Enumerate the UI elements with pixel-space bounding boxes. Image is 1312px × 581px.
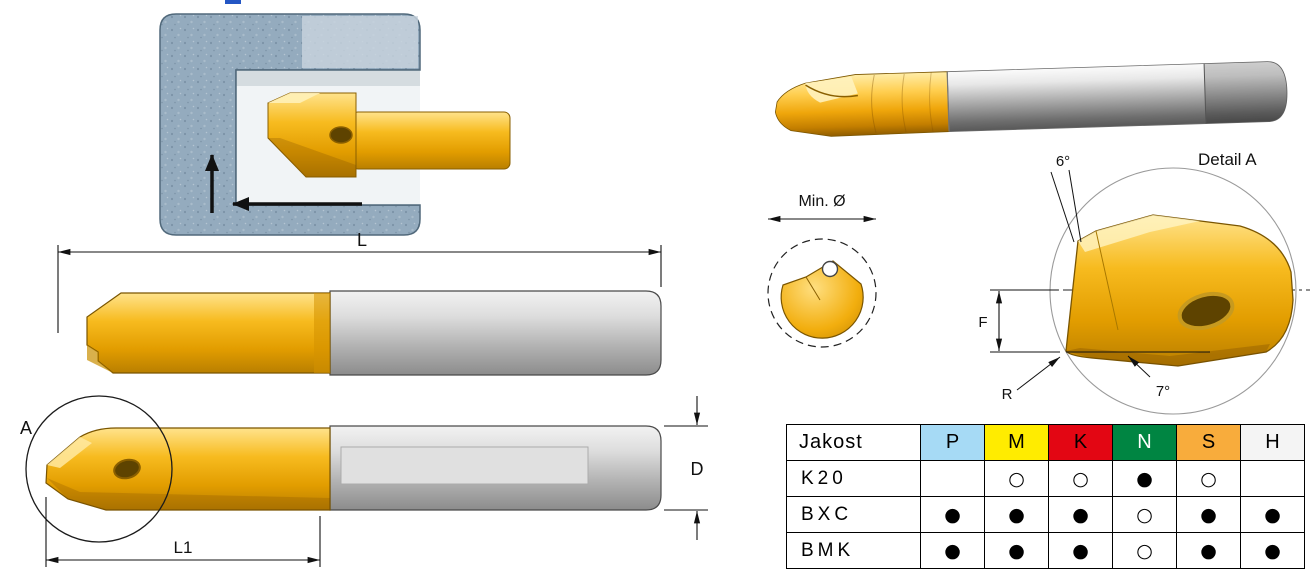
suitability-mark: ● [1176, 496, 1241, 533]
bore-cavity-shadow [236, 70, 420, 86]
angle6-line-1 [1050, 171, 1075, 243]
radius-label: R [1002, 386, 1013, 403]
suitability-mark [1240, 460, 1305, 497]
material-col-k: K [1048, 424, 1113, 461]
angle7-leader [1127, 355, 1151, 378]
grade-table-header-row: Jakost P M K N S H [786, 424, 1305, 461]
screw-hole-front [821, 260, 839, 278]
feed-direction-arrows [205, 154, 362, 213]
material-col-n: N [1112, 424, 1177, 461]
suitability-mark: ● [984, 496, 1049, 533]
angle7-label: 7° [1156, 383, 1170, 400]
material-col-p: P [920, 424, 985, 461]
suitability-mark: ● [1240, 532, 1305, 569]
cutting-edge-highlight [268, 93, 320, 103]
head-texture-2 [901, 73, 907, 133]
front-edge-line [805, 276, 821, 301]
tool-body-gold-2 [45, 427, 331, 511]
tip-facet [87, 345, 113, 373]
grade-table-title: Jakost [786, 424, 921, 461]
suitability-mark: ● [1048, 496, 1113, 533]
grade-row-bxc: BXC ● ● ● ○ ● ● [786, 496, 1305, 533]
grade-row-bmk: BMK ● ● ● ○ ● ● [786, 532, 1305, 569]
tip-bottom-shading [1066, 344, 1270, 366]
suitability-mark: ○ [984, 460, 1049, 497]
suitability-mark: ● [1112, 460, 1177, 497]
suitability-mark: ● [920, 496, 985, 533]
head-texture-1 [871, 74, 877, 134]
tool-in-section [267, 92, 511, 178]
end-segment-line [1203, 63, 1207, 124]
dim-L1-label: L1 [174, 538, 193, 557]
head-shading-2 [47, 478, 330, 510]
cropped-logo-fragment [225, 0, 241, 4]
suitability-mark: ○ [1112, 532, 1177, 569]
detail-A-circle [25, 395, 173, 543]
detail-A-title: Detail A [1198, 150, 1257, 169]
shank-flat [340, 446, 589, 485]
material-col-m: M [984, 424, 1049, 461]
clamp-screw-hole [329, 126, 353, 144]
angle6-line-2 [1068, 169, 1082, 243]
grade-name-bmk: BMK [786, 532, 921, 569]
tool-front-view [780, 260, 864, 339]
cutting-facet-2 [47, 437, 92, 468]
grade-table: Jakost P M K N S H K20 ○ ○ ● ○ BXC ● ● ●… [786, 424, 1305, 569]
suitability-mark: ○ [1048, 460, 1113, 497]
shank-3d [946, 61, 1288, 133]
tip-top-highlight [1078, 215, 1200, 252]
junction-line [946, 71, 950, 132]
suitability-mark: ○ [1176, 460, 1241, 497]
suitability-mark: ● [1240, 496, 1305, 533]
dimension-L [57, 245, 662, 333]
dimension-D [664, 396, 708, 540]
head-3d [774, 71, 950, 137]
suitability-mark [920, 460, 985, 497]
material-col-s: S [1176, 424, 1241, 461]
suitability-mark: ● [1176, 532, 1241, 569]
min-diameter-label: Min. Ø [798, 193, 845, 210]
grade-row-k20: K20 ○ ○ ● ○ [786, 460, 1305, 497]
suitability-mark: ● [984, 532, 1049, 569]
screw-hole-detail [1177, 291, 1235, 331]
shank-steel [329, 290, 662, 376]
suitability-mark: ● [920, 532, 985, 569]
grade-name-k20: K20 [786, 460, 921, 497]
suitability-mark: ○ [1112, 496, 1177, 533]
suitability-mark: ● [1048, 532, 1113, 569]
tool-body-gold [86, 292, 331, 374]
detail-circle [1049, 167, 1297, 415]
R-leader [1016, 356, 1061, 391]
detail-A-marker-label: A [20, 418, 32, 438]
collar [314, 293, 330, 373]
clamp-screw-hole-2 [113, 458, 141, 480]
dim-F-label: F [978, 314, 987, 331]
tool-head-shading [268, 138, 356, 177]
detail-A-view: Detail A 6° F R 7° [978, 150, 1310, 415]
tip-facet-line [1095, 230, 1119, 331]
min-bore-circle [767, 238, 877, 348]
shank-end-segment [1204, 61, 1287, 124]
dimension-L1 [45, 497, 321, 567]
angle6-label: 6° [1056, 153, 1070, 170]
head-texture-3 [929, 72, 934, 133]
dim-D-label: D [691, 459, 704, 479]
dim-L-label: L [357, 230, 367, 250]
workpiece-section-view [159, 13, 511, 236]
side-view-bottom [25, 395, 662, 543]
grade-name-bxc: BXC [786, 496, 921, 533]
edge-groove [805, 84, 859, 98]
tool-3d-render [774, 61, 1288, 137]
insert-tip-profile [1065, 214, 1294, 367]
bore-entry-face [302, 16, 418, 68]
tool-shank-section [351, 111, 511, 170]
side-view-top [86, 290, 662, 376]
material-col-h: H [1240, 424, 1305, 461]
min-diameter-view: Min. Ø [767, 193, 877, 348]
